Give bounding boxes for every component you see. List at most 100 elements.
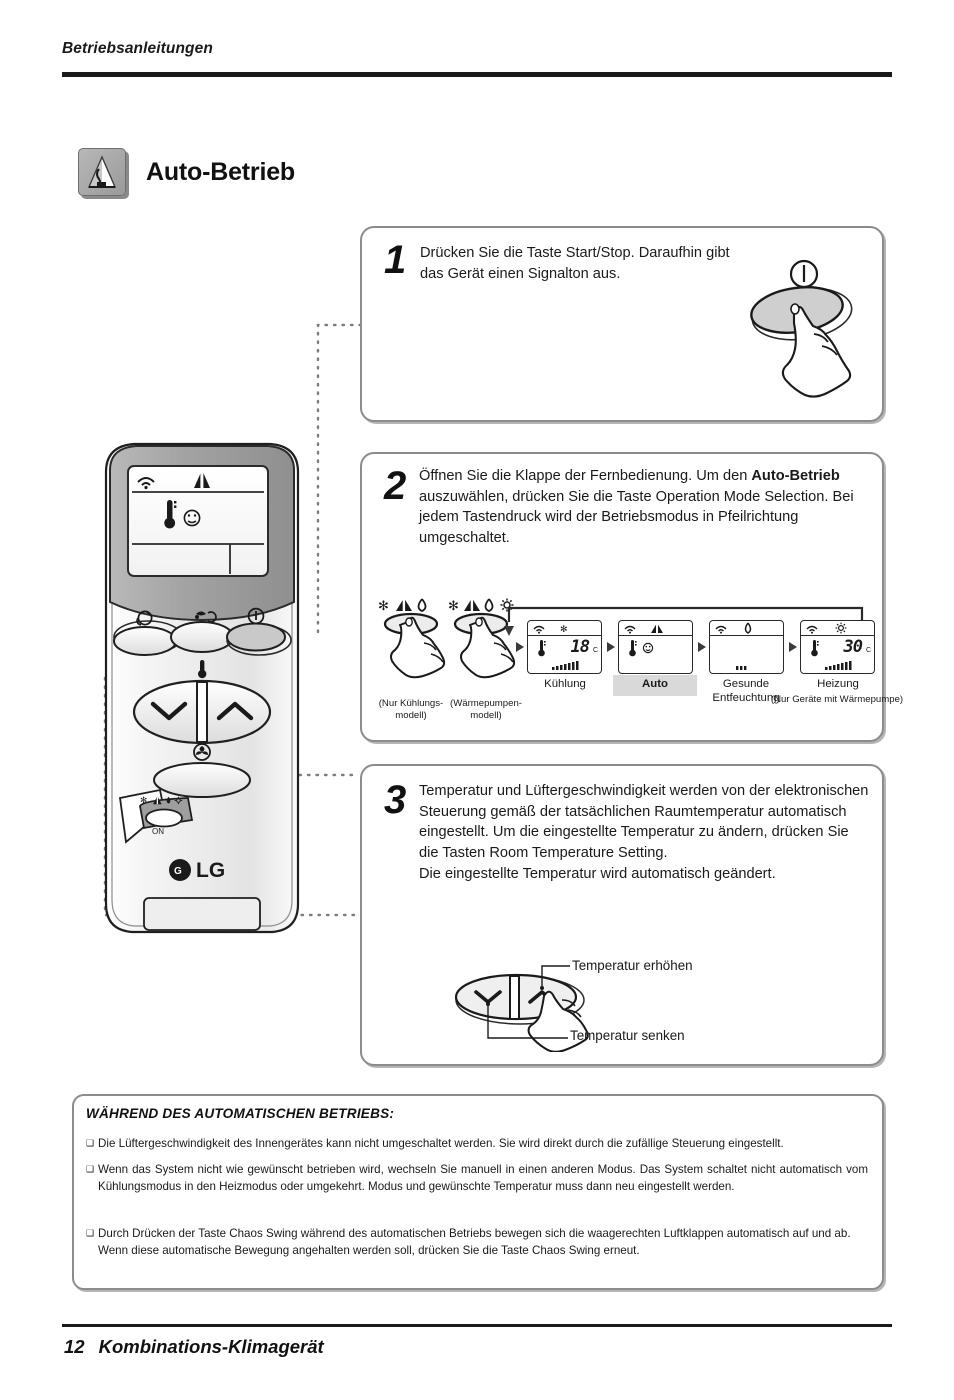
auto-a-icon — [651, 623, 663, 633]
panel-mid-row: 30 C — [801, 636, 874, 662]
note-text: Wenn das System nicht wie gewünscht betr… — [98, 1163, 868, 1193]
temp-increase-callout: Temperatur erhöhen — [572, 958, 693, 973]
mode-panel-heating: 30 C — [800, 620, 875, 674]
mode-panel-label-auto: Auto — [613, 675, 697, 696]
heat-pump-caption: (Wärmepumpen-modell) — [440, 698, 532, 722]
page-number: 12 — [64, 1336, 85, 1357]
remote-temp-buttons — [132, 660, 272, 745]
temp-up-arrow-icon — [216, 701, 254, 721]
note-text: Durch Drücken der Taste Chaos Swing währ… — [98, 1227, 851, 1257]
water-drop-icon — [744, 622, 752, 634]
remote-power-button — [226, 622, 286, 652]
step-2-bold: Auto-Betrieb — [751, 468, 840, 484]
cooling-only-caption-l2: modell) — [395, 709, 427, 721]
svg-text:G: G — [174, 866, 182, 877]
fan-blade-icon — [193, 743, 211, 761]
checkbox-bullet-icon: ❑ — [86, 1138, 95, 1148]
mode-panel-label-dehumidify: Gesunde Entfeuchtung — [698, 678, 794, 705]
thermometer-icon — [164, 500, 177, 529]
notes-box — [72, 1094, 884, 1290]
fan-speed-icon — [195, 611, 217, 623]
step-3-number: 3 — [384, 778, 407, 822]
checkbox-bullet-icon: ❑ — [86, 1164, 95, 1174]
smiley-icon — [183, 509, 201, 527]
step-3-box — [360, 764, 884, 1066]
temperature-buttons-illustration — [454, 965, 589, 1052]
panel-bottom-row — [801, 661, 874, 674]
remote-top-buttons — [113, 607, 292, 656]
panel-temp-unit: C — [592, 647, 598, 654]
cooling-only-caption: (Nur Kühlungs-modell) — [365, 698, 457, 722]
panel-bottom-row — [528, 661, 601, 674]
mode-select-icons: ✻ — [140, 796, 183, 806]
header-divider — [62, 72, 892, 77]
mode-panel-dehumidify — [709, 620, 784, 674]
header-title: Betriebsanleitungen — [62, 40, 213, 57]
step-3-text: Temperatur und Lüftergeschwindigkeit wer… — [419, 781, 869, 885]
thermometer-icon — [811, 640, 819, 657]
svg-text:ON: ON — [152, 827, 164, 836]
svg-text:LG: LG — [196, 859, 225, 882]
svg-text:✻: ✻ — [560, 625, 568, 635]
section-title-row: Auto-Betrieb — [78, 148, 295, 196]
cooling-only-mode-button[interactable]: ✻ — [372, 598, 450, 698]
signal-icon — [137, 477, 155, 490]
snowflake-icon: ✻ — [560, 625, 568, 635]
step-2-number: 2 — [384, 464, 407, 508]
thermometer-icon — [538, 640, 546, 657]
chaos-swing-icon — [136, 610, 153, 626]
sun-icon — [835, 622, 847, 634]
mode-panel-label-cooling: Kühlung — [544, 678, 586, 690]
notes-title: WÄHREND DES AUTOMATISCHEN BETRIEBS: — [86, 1106, 395, 1121]
signal-icon — [624, 625, 636, 634]
step-1-text: Drücken Sie die Taste Start/Stop. Darauf… — [420, 245, 730, 282]
note-item: ❑Durch Drücken der Taste Chaos Swing wäh… — [86, 1226, 870, 1260]
step-2-text-after: auszuwählen, drücken Sie die Taste Opera… — [419, 488, 854, 547]
fan-bars-icon — [552, 661, 579, 670]
thermometer-icon — [629, 640, 637, 657]
svg-text:✻: ✻ — [140, 796, 147, 806]
smiley-icon — [642, 642, 654, 654]
page-footer: 12 Kombinations-Klimagerät — [64, 1336, 324, 1358]
step-3-text-part2: Die eingestellte Temperatur wird automat… — [419, 865, 776, 882]
signal-icon — [715, 625, 727, 634]
note-item: ❑Wenn das System nicht wie gewünscht bet… — [86, 1162, 868, 1196]
panel-mid-row: 18 C — [528, 636, 601, 662]
step-1-number: 1 — [384, 238, 407, 282]
step-3-text-part1: Temperatur und Lüftergeschwindigkeit wer… — [419, 783, 869, 862]
remote-fan-button — [153, 743, 251, 798]
fan-bars-icon — [736, 666, 747, 670]
panel-temp-unit: C — [865, 647, 871, 654]
panel-mid-row — [619, 636, 692, 662]
temp-thermo-icon — [198, 660, 207, 679]
footer-divider — [62, 1324, 892, 1327]
mode-panel-cooling: ✻ 18 C — [527, 620, 602, 674]
fan-bars-icon — [825, 661, 852, 670]
page-title: Auto-Betrieb — [146, 157, 295, 186]
cooling-only-caption-l1: (Nur Kühlungs- — [378, 698, 444, 709]
panel-bottom-row — [710, 662, 783, 674]
panel-temp-value: 30 — [843, 637, 864, 657]
panel-mid-row — [710, 636, 783, 662]
heat-pump-mode-button[interactable]: ✻ — [446, 598, 524, 698]
temp-decrease-callout: Temperatur senken — [570, 1028, 685, 1043]
svg-text:✻: ✻ — [448, 599, 459, 614]
panel-top-row: ✻ — [528, 621, 601, 636]
power-button-press-icon — [750, 259, 853, 398]
remote-control-illustration: ✻ ON G LG — [104, 442, 300, 934]
svg-text:✻: ✻ — [378, 599, 389, 614]
auto-a-icon — [194, 470, 210, 488]
heat-pump-caption-l2: modell) — [470, 709, 502, 721]
footer-title: Kombinations-Klimagerät — [98, 1336, 324, 1357]
auto-mode-icon — [78, 148, 126, 196]
dehumidify-label-l2: Entfeuchtung — [712, 691, 780, 704]
panel-top-row — [801, 621, 874, 636]
panel-temp-value: 18 — [570, 637, 591, 657]
step-2-text-before: Öffnen Sie die Klappe der Fernbedienung.… — [419, 468, 752, 484]
lg-logo: G LG — [169, 859, 225, 882]
panel-top-row — [619, 621, 692, 636]
heat-pump-caption-l1: (Wärmepumpen- — [450, 698, 522, 709]
mode-panel-label-heating: Heizung — [817, 678, 859, 690]
note-item: ❑Die Lüftergeschwindigkeit des Innengerä… — [86, 1136, 870, 1153]
signal-icon — [806, 625, 818, 634]
